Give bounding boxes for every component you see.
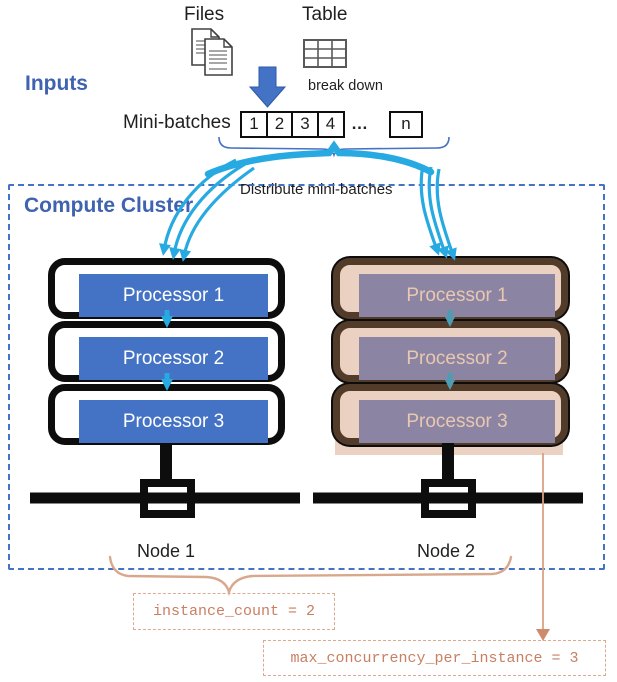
mini-batch-box-4: 4: [316, 111, 345, 138]
break-down-label: break down: [308, 78, 383, 94]
node2-slot-2: Processor 2: [333, 321, 568, 382]
node1-slot-2: Processor 2: [48, 321, 285, 382]
node1-slot-1: Processor 1: [48, 258, 285, 319]
node2-processor-2: Processor 2: [359, 336, 555, 380]
mini-batches-label: Mini-batches: [123, 112, 231, 133]
node2-label: Node 2: [417, 541, 476, 561]
node1-label: Node 1: [137, 541, 196, 561]
distribute-brace: [204, 140, 435, 178]
node2-processor-1: Processor 1: [359, 273, 555, 317]
node2-processor-3: Processor 3: [359, 399, 555, 443]
mini-batch-box-2: 2: [265, 111, 294, 138]
compute-cluster-title: Compute Cluster: [24, 194, 194, 217]
instance-count-annotation: instance_count = 2: [133, 593, 335, 630]
table-label: Table: [302, 4, 348, 25]
files-label: Files: [184, 4, 225, 25]
inputs-label: Inputs: [25, 72, 88, 95]
max-concurrency-annotation: max_concurrency_per_instance = 3: [263, 640, 606, 676]
node1-slot-3: Processor 3: [48, 384, 285, 445]
mini-batch-box-n: n: [389, 111, 423, 138]
distribute-label: Distribute mini-batches: [240, 181, 393, 198]
mini-batch-brace: [218, 136, 450, 158]
mini-batch-ellipsis: …: [351, 114, 369, 133]
node1-processor-2: Processor 2: [79, 336, 268, 380]
node2-slot-1: Processor 1: [333, 258, 568, 319]
node1-processor-1: Processor 1: [79, 273, 268, 317]
node1-processor-3: Processor 3: [79, 399, 268, 443]
table-icon: [303, 39, 347, 68]
mini-batch-box-1: 1: [240, 111, 268, 138]
instance-count-text: instance_count = 2: [152, 603, 316, 620]
mini-batch-box-3: 3: [291, 111, 319, 138]
max-concurrency-text: max_concurrency_per_instance = 3: [290, 649, 579, 667]
node2-slot-3: Processor 3: [333, 384, 568, 445]
files-icon: [191, 28, 233, 76]
break-down-arrow-icon: [248, 66, 287, 108]
